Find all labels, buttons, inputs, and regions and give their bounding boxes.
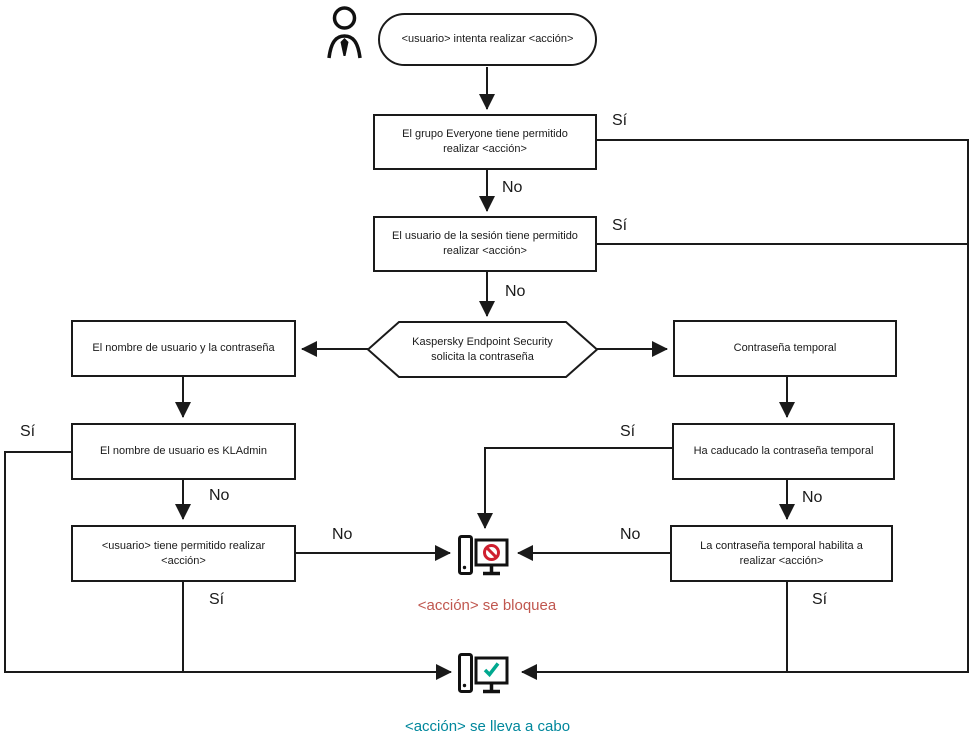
node-temp-password-expired: Ha caducado la contraseña temporal <box>672 423 895 480</box>
user-icon <box>327 6 362 59</box>
connectors <box>4 67 969 680</box>
success-computer-icon <box>458 653 509 694</box>
node-username-password: El nombre de usuario y la contraseña <box>71 320 296 377</box>
blocked-outcome-label: <acción> se bloquea <box>417 597 557 614</box>
prohibition-icon <box>483 544 500 561</box>
edge-label-kladmin-no: No <box>209 487 230 504</box>
blocked-computer-icon <box>458 535 509 576</box>
decision-hexagon <box>366 321 599 378</box>
edge-label-user-allowed-no: No <box>332 526 353 543</box>
edge-label-session-yes: Sí <box>612 217 628 234</box>
node-session-user-allowed: El usuario de la sesión tiene permitido … <box>373 216 597 272</box>
edge-label-temp-allows-yes: Sí <box>812 591 828 608</box>
edge-label-session-no: No <box>505 283 526 300</box>
edge-label-temp-expired-yes: Sí <box>620 423 636 440</box>
node-user-allowed: <usuario> tiene permitido realizar <acci… <box>71 525 296 582</box>
edge-label-everyone-no: No <box>502 179 523 196</box>
edge-label-user-allowed-yes: Sí <box>209 591 225 608</box>
success-outcome-label: <acción> se lleva a cabo <box>404 718 571 735</box>
start-node: <usuario> intenta realizar <acción> <box>378 13 597 66</box>
check-icon <box>483 662 500 678</box>
edge-label-kladmin-yes: Sí <box>20 423 36 440</box>
node-everyone-allowed: El grupo Everyone tiene permitido realiz… <box>373 114 597 170</box>
node-kladmin: El nombre de usuario es KLAdmin <box>71 423 296 480</box>
node-kes-password-prompt: Kaspersky Endpoint Security solicita la … <box>412 335 553 363</box>
edge-label-temp-allows-no: No <box>620 526 641 543</box>
node-temp-password: Contraseña temporal <box>673 320 897 377</box>
edge-label-everyone-yes: Sí <box>612 112 628 129</box>
node-temp-password-allows: La contraseña temporal habilita a realiz… <box>670 525 893 582</box>
edge-label-temp-expired-no: No <box>802 489 823 506</box>
